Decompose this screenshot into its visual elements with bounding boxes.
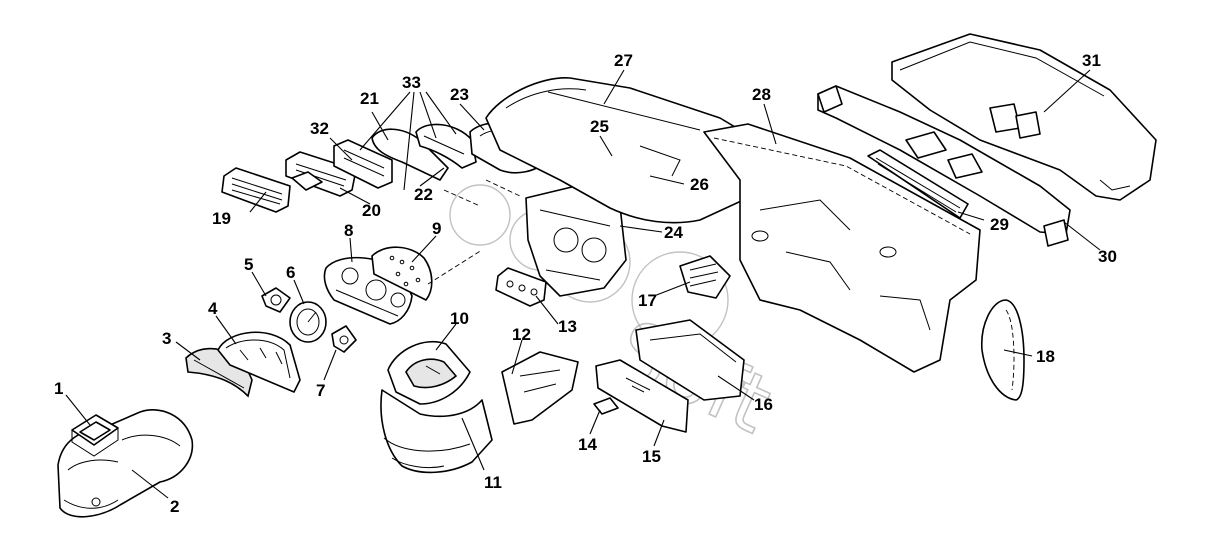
callout-15: 15: [642, 447, 661, 466]
callout-9: 9: [432, 219, 441, 238]
callout-13: 13: [558, 317, 577, 336]
part-cowl-panel: [891, 33, 1157, 201]
callout-21: 21: [360, 89, 379, 108]
part-glovebox-latch: [593, 397, 619, 415]
callout-28: 28: [752, 85, 771, 104]
part-switch-panel: [495, 267, 547, 307]
callout-labels: 1 2 3 4 5 6 7 8 9 10 11 12 13 14 15 16 1…: [54, 51, 1117, 516]
part-center-vent: [679, 255, 731, 299]
part-gauge-pod: [331, 325, 357, 353]
callout-17: 17: [638, 291, 657, 310]
part-vent-housing: [285, 151, 357, 197]
callout-12: 12: [512, 325, 531, 344]
part-long-vent: [867, 149, 969, 219]
callout-8: 8: [344, 221, 353, 240]
callout-32: 32: [310, 119, 329, 138]
callout-5: 5: [244, 255, 253, 274]
part-switch-bezel: [71, 414, 119, 457]
part-left-vent: [221, 167, 291, 213]
part-cluster-hood: [217, 331, 301, 393]
part-round-gauge: [289, 301, 327, 343]
part-end-cap: [981, 299, 1025, 401]
callout-26: 26: [690, 175, 709, 194]
callout-16: 16: [754, 395, 773, 414]
callout-1: 1: [54, 379, 63, 398]
part-console-body: [380, 389, 493, 474]
part-small-gauge: [261, 287, 291, 313]
callout-27: 27: [614, 51, 633, 70]
callout-4: 4: [208, 299, 218, 318]
callout-10: 10: [450, 309, 469, 328]
callout-25: 25: [590, 117, 609, 136]
callout-3: 3: [162, 329, 171, 348]
callout-29: 29: [990, 215, 1009, 234]
callout-6: 6: [286, 263, 295, 282]
callout-23: 23: [450, 85, 469, 104]
part-side-trim: [501, 351, 579, 425]
part-main-panel: [703, 123, 981, 373]
callout-31: 31: [1082, 51, 1101, 70]
part-duct-assembly: [817, 85, 1071, 247]
callout-7: 7: [316, 381, 325, 400]
callout-11: 11: [484, 473, 502, 492]
part-switch-strip: [333, 139, 393, 189]
callout-20: 20: [362, 201, 381, 220]
callout-22: 22: [414, 185, 433, 204]
callout-33: 33: [402, 73, 421, 92]
assembly-guide-lines: [427, 179, 521, 285]
part-cluster-backplate: [371, 246, 433, 301]
callout-24: 24: [664, 223, 683, 242]
part-glovebox-bin: [635, 319, 745, 401]
callout-2: 2: [170, 497, 179, 516]
part-console-top: [387, 340, 471, 405]
callout-19: 19: [212, 209, 231, 228]
callout-14: 14: [578, 435, 597, 454]
part-glovebox-lid: [595, 359, 689, 433]
leader-lines: [65, 69, 1101, 499]
part-upper-trim: [371, 123, 477, 181]
callout-18: 18: [1036, 347, 1055, 366]
callout-30: 30: [1098, 247, 1117, 266]
